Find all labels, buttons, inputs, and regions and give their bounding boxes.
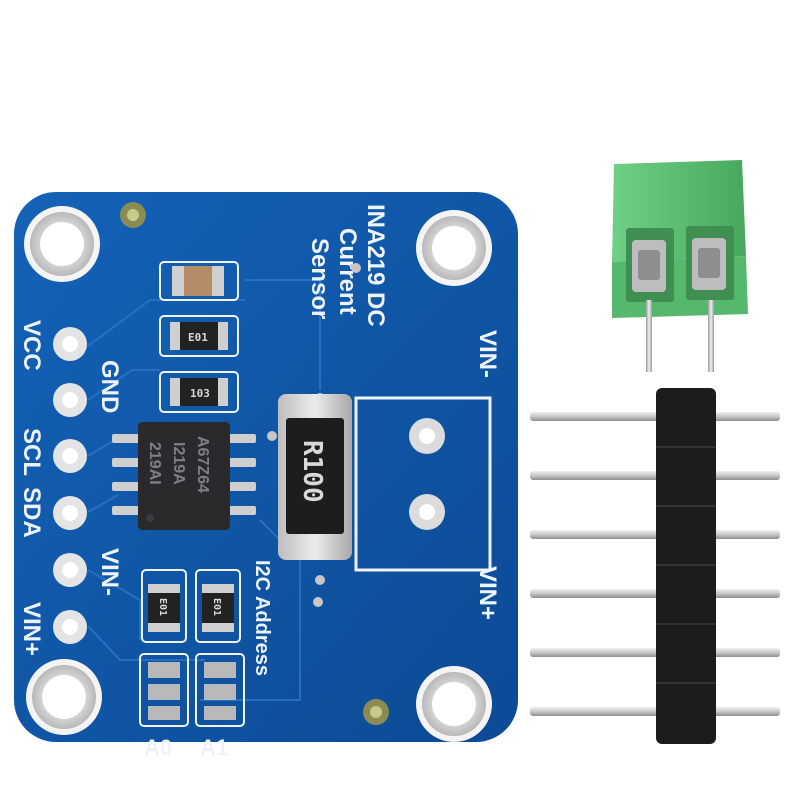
ina219-board: VCC SCL SDA VIN+ GND VIN- INA219 DC Curr… <box>14 192 518 760</box>
i2c-address-label: I2C Address <box>251 560 273 676</box>
mounting-hole-top-left <box>24 206 100 282</box>
mounting-hole-top-right <box>416 210 492 286</box>
smd-resistor-top-code: E01 <box>188 331 208 344</box>
terminal-label-vin-plus: VIN+ <box>474 566 501 620</box>
screw-terminal <box>612 160 748 372</box>
smd-capacitor <box>159 261 239 301</box>
board-title-line3: Sensor <box>306 238 333 319</box>
terminal-label-vin-minus: VIN- <box>474 330 501 378</box>
terminal-pin-2 <box>708 300 714 372</box>
shunt-resistor: R100 <box>278 394 352 560</box>
smd-resistor-middle: 103 <box>159 371 239 413</box>
address-resistor-a1: E01 <box>195 569 241 643</box>
shunt-label: R100 <box>297 440 327 503</box>
pin-label-gnd: GND <box>96 360 123 413</box>
smd-resistor-top: E01 <box>159 315 239 357</box>
terminal-pin-1 <box>646 300 652 372</box>
chip-marking-line3: A67Z64 <box>194 436 211 493</box>
chip-marking-line1: 219AI <box>146 442 163 485</box>
solder-jumper-a1 <box>195 653 245 727</box>
pin-pads-left <box>53 327 87 644</box>
fiducial-top-inner <box>127 209 139 221</box>
chip-leads <box>112 434 256 515</box>
chip-marking-line2: I219A <box>170 442 187 485</box>
chip-pin1-marker <box>146 514 154 522</box>
terminal-pads <box>409 418 445 530</box>
smd-resistor-middle-code: 103 <box>190 387 210 400</box>
mounting-hole-bottom-right <box>416 666 492 742</box>
pin-header <box>530 388 780 744</box>
mounting-hole-bottom-left <box>26 659 102 735</box>
pin-label-sda: SDA <box>18 487 45 538</box>
address-resistor-a1-code: E01 <box>211 598 222 616</box>
solder-jumper-a0 <box>139 653 189 727</box>
address-resistor-a0-code: E01 <box>157 598 168 616</box>
pin-label-scl: SCL <box>18 428 45 476</box>
address-resistor-a0: E01 <box>141 569 187 643</box>
chip-body <box>138 422 230 530</box>
pin-label-vin-minus: VIN- <box>96 548 123 596</box>
jumper-label-a1: A1 <box>200 735 228 760</box>
pin-label-vin-plus: VIN+ <box>18 602 45 656</box>
board-title-line1: INA219 DC <box>362 204 389 327</box>
pin-label-vcc: VCC <box>18 320 45 371</box>
jumper-label-a0: A0 <box>144 735 172 760</box>
fiducial-bottom-inner <box>370 706 382 718</box>
header-housing-segments <box>656 446 716 684</box>
ina219-chip: 219AI I219A A67Z64 <box>112 422 256 530</box>
header-pins <box>530 412 780 716</box>
